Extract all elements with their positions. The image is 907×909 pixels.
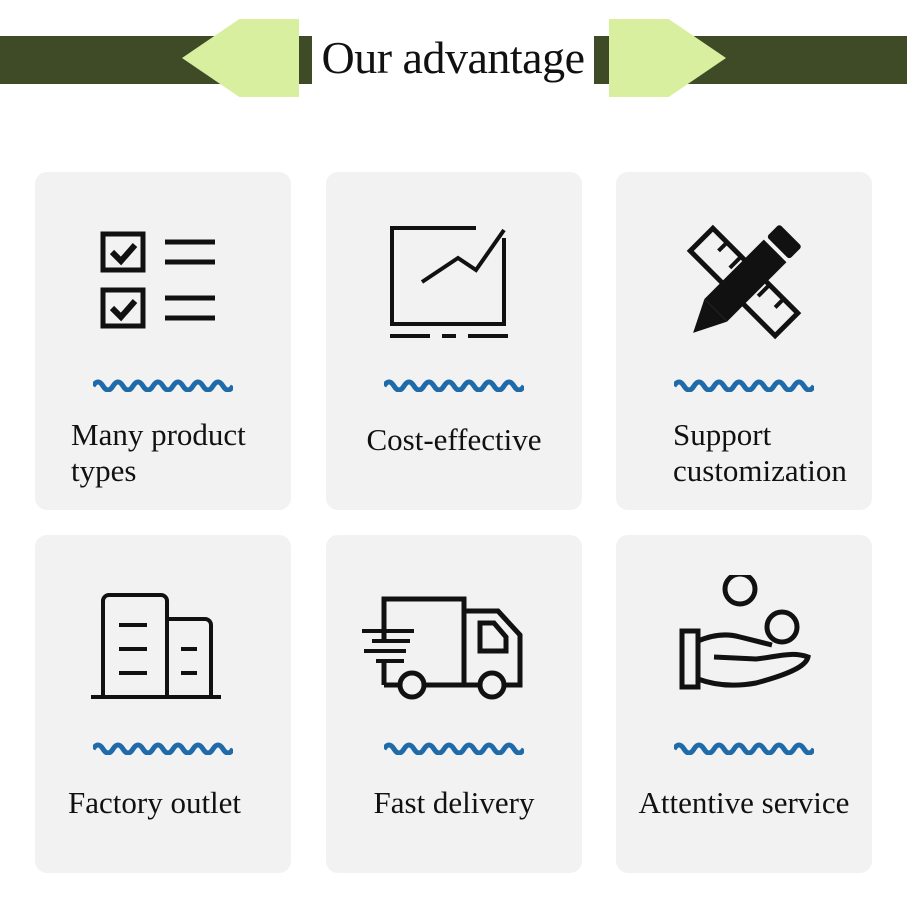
hand-coins-icon — [679, 575, 811, 690]
advantage-label: Factory outlet — [68, 785, 242, 820]
advantage-card-product-types: Many product types — [35, 172, 291, 510]
advantage-card-attentive-service: Attentive service — [616, 535, 872, 873]
wave-divider — [93, 737, 233, 755]
wave-divider — [674, 737, 814, 755]
advantage-card-factory-outlet: Factory outlet — [35, 535, 291, 873]
wave-divider — [93, 374, 233, 392]
advantage-label: Many product types — [71, 417, 246, 488]
advantage-label: Fast delivery — [373, 785, 535, 820]
advantage-label: Cost-effective — [366, 422, 542, 457]
advantage-card-fast-delivery: Fast delivery — [326, 535, 582, 873]
advantage-card-cost-effective: Cost-effective — [326, 172, 582, 510]
wave-divider — [674, 374, 814, 392]
advantage-card-customization: Support customization — [616, 172, 872, 510]
checklist-icon — [100, 231, 215, 329]
header-banner: Our advantage — [0, 0, 907, 110]
wave-divider — [384, 737, 524, 755]
advantage-label: Attentive service — [638, 785, 850, 820]
wave-divider — [384, 374, 524, 392]
trend-chart-icon — [390, 226, 508, 338]
left-arrow-icon — [182, 19, 299, 97]
buildings-icon — [91, 593, 221, 699]
pencil-ruler-icon — [686, 224, 802, 340]
page-title: Our advantage — [321, 32, 586, 83]
delivery-truck-icon — [362, 596, 523, 700]
right-arrow-icon — [609, 19, 726, 97]
advantage-label: Support customization — [673, 417, 847, 488]
